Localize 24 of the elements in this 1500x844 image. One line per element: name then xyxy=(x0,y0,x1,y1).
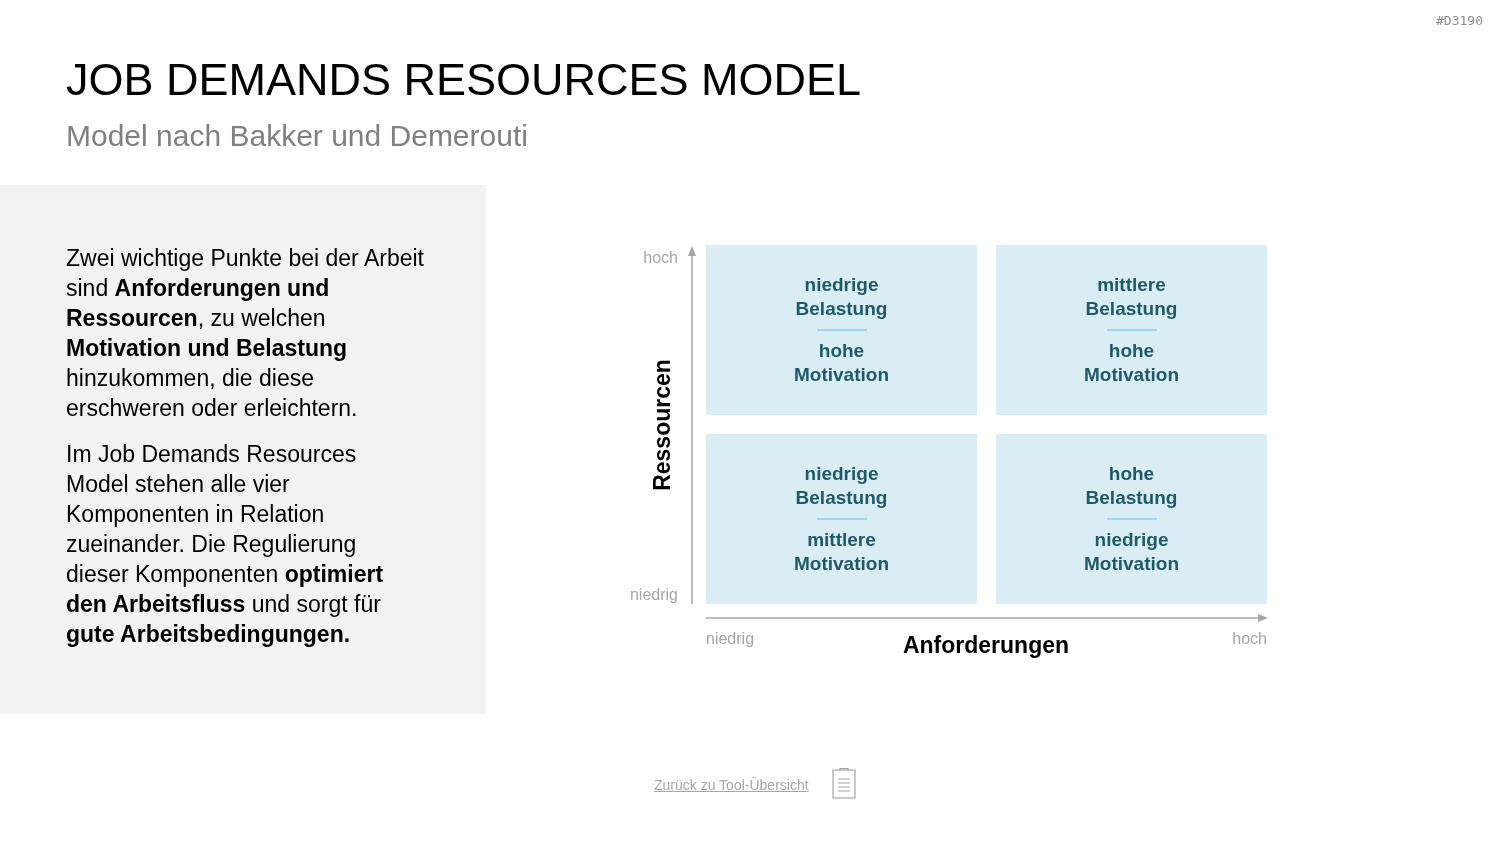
quadrant-label: niedrige Motivation xyxy=(1083,528,1180,576)
quadrant-box xyxy=(996,245,1267,415)
quadrant-label: niedrige Belastung xyxy=(794,273,889,321)
axis-tick-label: hoch xyxy=(1232,629,1267,649)
code-label: #D3190 xyxy=(1436,12,1483,30)
quadrant-label: hohe Belastung xyxy=(1084,462,1179,510)
back-link: Zurück zu Tool-Übersicht xyxy=(654,776,809,795)
quadrant-label: niedrige Belastung xyxy=(794,462,889,510)
quadrant-label: hohe Motivation xyxy=(1083,339,1180,387)
title: JOB DEMANDS RESOURCES MODEL xyxy=(66,53,862,107)
subtitle: Model nach Bakker und Demerouti xyxy=(66,118,528,154)
axis-title: Ressourcen xyxy=(648,359,676,491)
paragraph: Im Job Demands Resources Model stehen alle vier Komponenten in Relation zueinander. Die Regulierung dieser Komponenten optimiert den Arbeitsfluss und sorgt für gute Arbeitsbedingungen. xyxy=(66,440,385,649)
axis-tick-label: niedrig xyxy=(629,585,678,605)
quadrant-label: mittlere Motivation xyxy=(793,528,890,576)
quadrant-box xyxy=(706,245,977,415)
quadrant-box xyxy=(996,434,1267,604)
quadrant-label: mittlere Belastung xyxy=(1084,273,1179,321)
quadrant-label: hohe Motivation xyxy=(793,339,890,387)
paragraph: Zwei wichtige Punkte bei der Arbeit sind Anforderungen und Ressourcen, zu welchen Motivation und Belastung hinzukommen, die diese erschweren oder erleichtern. xyxy=(66,244,424,423)
axis-tick-label: niedrig xyxy=(706,629,755,649)
axis-title: Anforderungen xyxy=(902,631,1070,660)
quadrant-box xyxy=(706,434,977,604)
axis-tick-label: hoch xyxy=(643,248,678,268)
